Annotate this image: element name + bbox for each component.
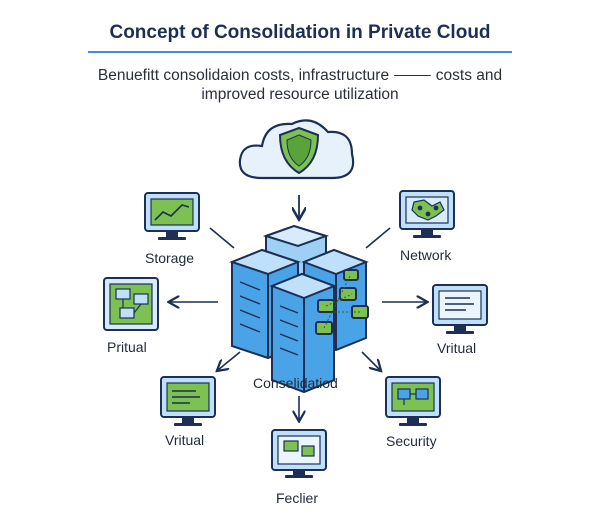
label-security: Security — [386, 433, 437, 449]
label-vritual-right: Vritual — [437, 340, 477, 356]
feclier-monitor-icon — [271, 429, 327, 478]
security-monitor-icon — [385, 376, 441, 426]
label-network: Network — [400, 247, 452, 263]
label-pritual: Pritual — [107, 339, 147, 355]
monitor-text-icon-left — [160, 376, 216, 426]
subtitle-line-2: improved resource utilization — [201, 86, 399, 103]
server-cluster-icon — [229, 224, 369, 394]
monitor-chart-icon — [144, 192, 200, 240]
label-feclier: Feclier — [276, 490, 319, 506]
network-map-icon — [399, 190, 455, 238]
document-grid-icon — [103, 277, 159, 331]
diagram-subtitle: Benuefitt consolidaion costs, infrastruc… — [60, 66, 540, 104]
title-underline — [88, 51, 512, 53]
label-storage: Storage — [145, 250, 195, 266]
label-vritual-left: Vritual — [165, 432, 205, 448]
monitor-text-icon-right — [432, 284, 488, 334]
cloud-shield-icon — [238, 119, 355, 180]
subtitle-line-1: Benuefitt consolidaion costs, infrastruc… — [97, 67, 503, 84]
diagram-title: Concept of Consolidation in Private Clou… — [109, 22, 491, 43]
label-consolidation: Conselidatiod — [253, 375, 338, 391]
connector-lines — [170, 227, 426, 420]
